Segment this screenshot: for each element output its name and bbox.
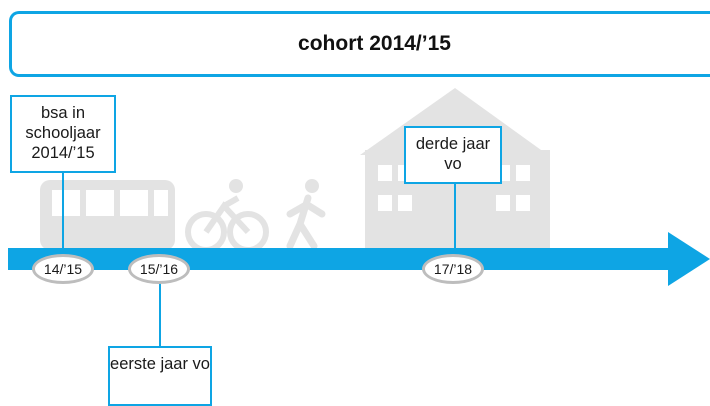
node-label: 15/’16 — [139, 261, 179, 277]
callout-bsa: bsa in schooljaar 2014/’15 — [10, 95, 116, 173]
node-label: 14/’15 — [43, 261, 83, 277]
timeline-node: 15/’16 — [128, 254, 190, 284]
node-label: 17/’18 — [433, 261, 473, 277]
callout-derde: derde jaar vo — [404, 126, 502, 184]
title: cohort 2014/’15 — [298, 32, 451, 55]
connector-bsa — [62, 172, 64, 252]
connector-derde — [454, 183, 456, 253]
connector-eerste — [159, 272, 161, 348]
timeline-node: 17/’18 — [422, 254, 484, 284]
bus-icon — [40, 180, 175, 250]
background-illustration — [8, 88, 710, 286]
school-building-icon — [360, 88, 550, 250]
callout-eerste-text: eerste jaar vo — [110, 355, 210, 373]
walker-icon — [286, 179, 326, 250]
timeline-node: 14/’15 — [32, 254, 94, 284]
callout-derde-text: derde jaar vo — [415, 135, 491, 173]
callout-eerste: eerste jaar vo — [108, 346, 212, 406]
callout-bsa-text: bsa in schooljaar 2014/’15 — [25, 104, 101, 162]
cyclist-icon — [185, 179, 269, 253]
title-banner: cohort 2014/’15 — [9, 11, 710, 77]
